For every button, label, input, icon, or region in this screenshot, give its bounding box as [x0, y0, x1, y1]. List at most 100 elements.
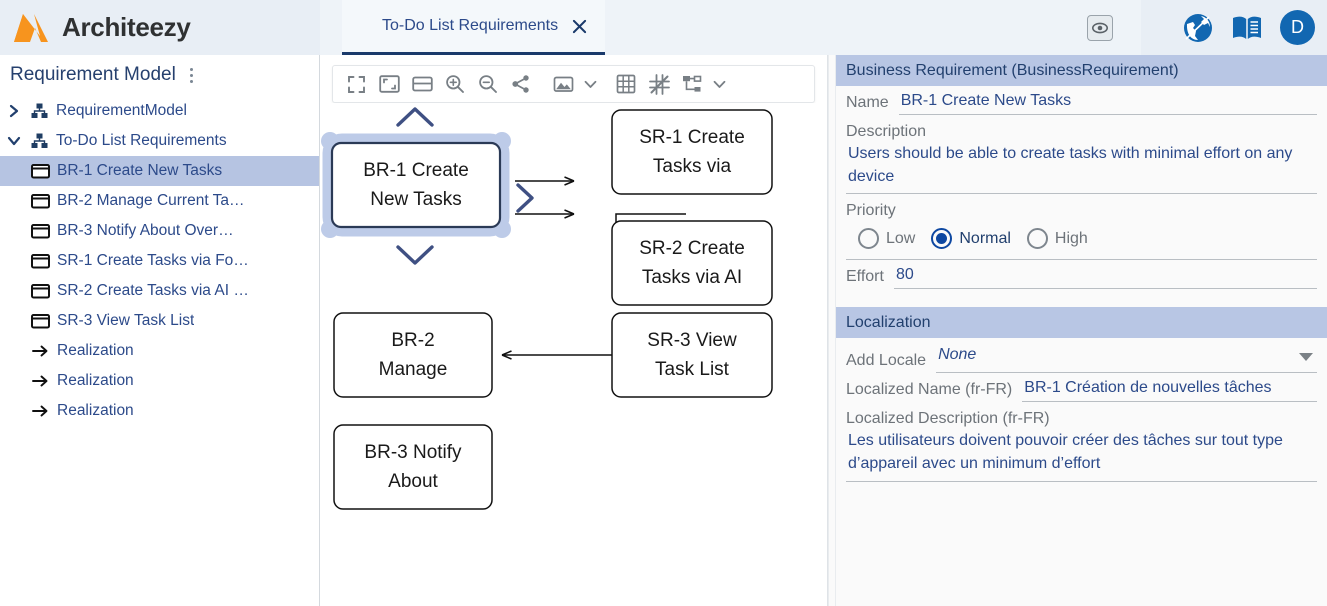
brand-name: Architeezy — [62, 12, 191, 43]
fit-selection-icon[interactable] — [374, 69, 404, 99]
snap-icon[interactable] — [644, 69, 674, 99]
kebab-menu-icon[interactable] — [184, 66, 200, 84]
tree-item-label: To-Do List Requirements — [56, 132, 227, 150]
tree-item-sr-3[interactable]: SR-3 View Task List — [0, 306, 319, 336]
fit-width-icon[interactable] — [407, 69, 437, 99]
diagram-svg — [320, 103, 827, 606]
tree-item-label: RequirementModel — [56, 102, 187, 120]
avatar-initial: D — [1291, 17, 1304, 38]
chevron-down-icon — [1299, 353, 1313, 361]
priority-label: Priority — [836, 194, 1327, 222]
requirement-box-icon — [30, 223, 50, 239]
radio-label: Normal — [959, 230, 1011, 248]
layout-tree-icon[interactable] — [677, 69, 707, 99]
sidebar-header: Requirement Model — [0, 55, 319, 94]
tree-item-realization-2[interactable]: Realization — [0, 366, 319, 396]
arrow-right-icon — [30, 403, 50, 419]
tree-item-label: BR-2 Manage Current Ta… — [57, 192, 245, 210]
globe-icon[interactable] — [1182, 12, 1214, 44]
tree-item-to-do-list-requirements[interactable]: To-Do List Requirements — [0, 126, 319, 156]
priority-option-normal[interactable]: Normal — [931, 228, 1011, 249]
name-input[interactable]: BR-1 Create New Tasks — [899, 92, 1317, 115]
zoom-in-icon[interactable] — [440, 69, 470, 99]
panel-scrollbar[interactable] — [828, 55, 836, 606]
tree-item-br-3[interactable]: BR-3 Notify About Over… — [0, 216, 319, 246]
localized-description-input[interactable]: Les utilisateurs doivent pouvoir créer d… — [846, 430, 1317, 481]
tab-label: To-Do List Requirements — [382, 17, 558, 35]
model-tree-icon — [29, 103, 49, 119]
diagram-node-sr1 — [612, 110, 772, 194]
sidebar-title: Requirement Model — [10, 64, 176, 86]
model-tree-icon — [29, 133, 49, 149]
tree-item-label: BR-3 Notify About Over… — [57, 222, 234, 240]
chevron-right-icon[interactable] — [6, 104, 22, 118]
localized-name-label: Localized Name (fr-FR) — [846, 381, 1012, 402]
name-label: Name — [846, 94, 889, 115]
diagram-node-sr3 — [612, 313, 772, 397]
chevron-down-icon[interactable] — [6, 136, 22, 146]
tree-item-sr-1[interactable]: SR-1 Create Tasks via Fo… — [0, 246, 319, 276]
zoom-out-icon[interactable] — [473, 69, 503, 99]
architeezy-logo-icon — [10, 10, 52, 46]
tree-item-label: Realization — [57, 372, 134, 390]
section-header-localization: Localization — [836, 307, 1327, 338]
radio-selected-icon — [931, 228, 952, 249]
radio-label: High — [1055, 230, 1088, 248]
fit-screen-icon[interactable] — [341, 69, 371, 99]
preview-toggle-button[interactable] — [1087, 15, 1113, 41]
add-locale-select[interactable]: None — [936, 346, 1317, 373]
localized-description-label: Localized Description (fr-FR) — [836, 402, 1327, 430]
tree-item-label: SR-2 Create Tasks via AI … — [57, 282, 249, 300]
layout-chevron-icon[interactable] — [710, 69, 728, 99]
export-image-chevron-icon[interactable] — [581, 69, 599, 99]
main-body: Requirement Model RequirementModel — [0, 55, 1327, 606]
diagram-node-sr2 — [612, 221, 772, 305]
priority-option-high[interactable]: High — [1027, 228, 1088, 249]
tree-item-label: Realization — [57, 342, 134, 360]
field-effort: Effort 80 — [836, 260, 1327, 289]
close-icon[interactable] — [572, 19, 587, 34]
localized-name-input[interactable]: BR-1 Création de nouvelles tâches — [1022, 379, 1317, 402]
grid-icon[interactable] — [611, 69, 641, 99]
priority-option-low[interactable]: Low — [858, 228, 915, 249]
add-locale-label: Add Locale — [846, 352, 926, 373]
properties-panel: Business Requirement (BusinessRequiremen… — [836, 55, 1327, 606]
add-locale-value: None — [936, 346, 1299, 368]
radio-label: Low — [886, 230, 915, 248]
arrow-right-icon — [30, 373, 50, 389]
field-name: Name BR-1 Create New Tasks — [836, 86, 1327, 115]
tree-item-realization-1[interactable]: Realization — [0, 336, 319, 366]
header-actions: D — [1141, 0, 1327, 55]
tree-item-realization-3[interactable]: Realization — [0, 396, 319, 426]
diagram-panel: BR-1 Create New Tasks SR-1 Create Tasks … — [320, 55, 828, 606]
tree-item-requirementmodel[interactable]: RequirementModel — [0, 96, 319, 126]
requirement-box-icon — [30, 163, 50, 179]
book-icon[interactable] — [1231, 12, 1263, 44]
priority-radio-group: Low Normal High — [846, 222, 1317, 260]
chevron-right-icon — [518, 185, 532, 211]
avatar[interactable]: D — [1280, 10, 1315, 45]
tree-item-label: Realization — [57, 402, 134, 420]
requirement-box-icon — [30, 253, 50, 269]
tree-item-label: SR-1 Create Tasks via Fo… — [57, 252, 249, 270]
effort-label: Effort — [846, 268, 884, 289]
diagram-node-br2 — [334, 313, 492, 397]
diagram-toolbar — [332, 65, 815, 103]
tree-item-label: BR-1 Create New Tasks — [57, 162, 222, 180]
description-label: Description — [836, 115, 1327, 143]
effort-input[interactable]: 80 — [894, 266, 1317, 289]
top-header-bar: Architeezy To-Do List Requirements — [0, 0, 1327, 55]
diagram-node-br3 — [334, 425, 492, 509]
chevron-down-icon — [398, 247, 432, 263]
section-header-business-requirement: Business Requirement (BusinessRequiremen… — [836, 55, 1327, 86]
export-image-icon[interactable] — [548, 69, 578, 99]
tab-to-do-list-requirements[interactable]: To-Do List Requirements — [342, 0, 605, 55]
share-icon[interactable] — [506, 69, 536, 99]
tree-item-br-2[interactable]: BR-2 Manage Current Ta… — [0, 186, 319, 216]
description-input[interactable]: Users should be able to create tasks wit… — [846, 143, 1317, 194]
tree-item-br-1[interactable]: BR-1 Create New Tasks — [0, 156, 319, 186]
tree-item-sr-2[interactable]: SR-2 Create Tasks via AI … — [0, 276, 319, 306]
diagram-canvas[interactable]: BR-1 Create New Tasks SR-1 Create Tasks … — [320, 103, 827, 606]
tree-item-label: SR-3 View Task List — [57, 312, 194, 330]
